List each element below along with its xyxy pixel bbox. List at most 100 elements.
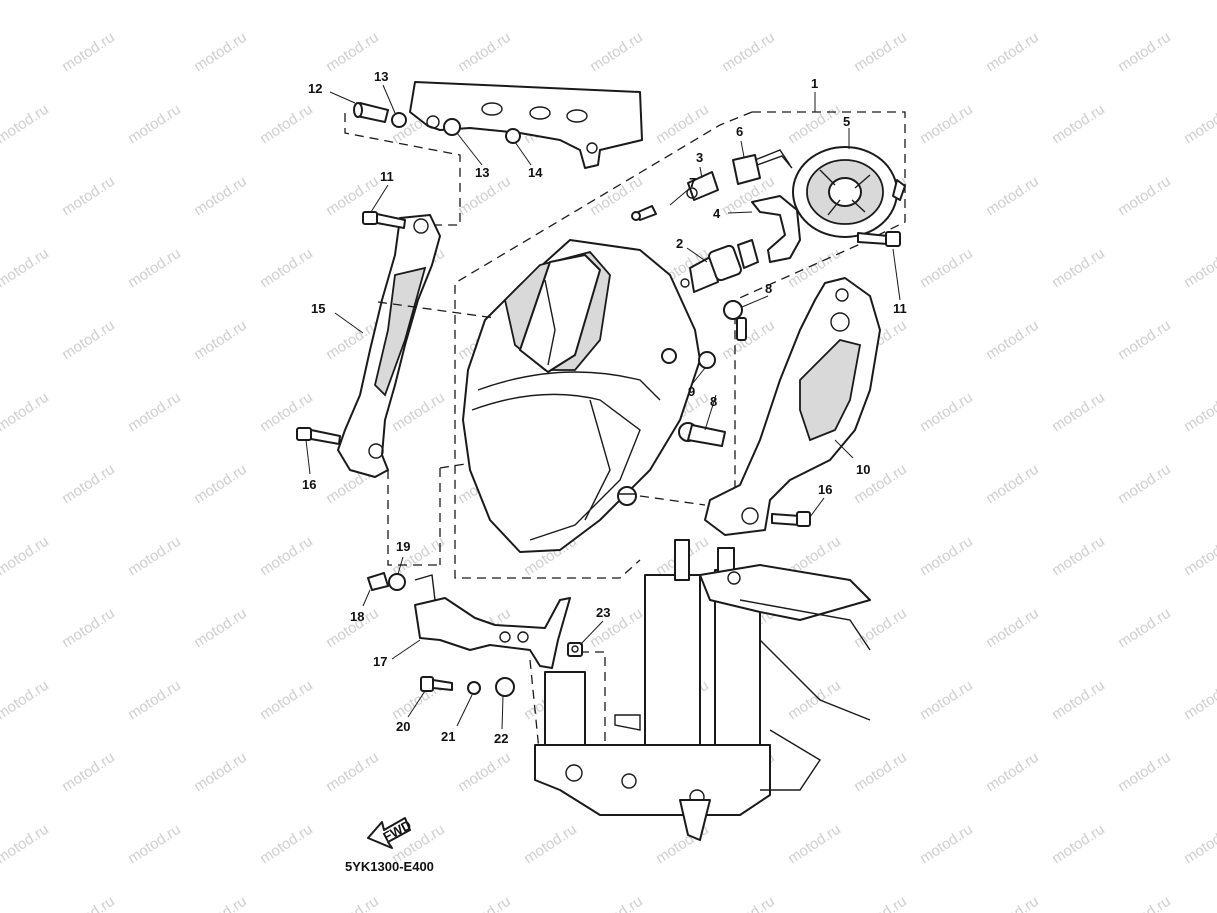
watermark-text: motod.ru bbox=[59, 893, 118, 913]
callout-9: 9 bbox=[688, 384, 695, 399]
watermark-text: motod.ru bbox=[0, 389, 52, 436]
watermark-text: motod.ru bbox=[389, 0, 448, 3]
bolt-23 bbox=[567, 642, 583, 657]
watermark-text: motod.ru bbox=[257, 101, 316, 148]
callout-4: 4 bbox=[713, 206, 721, 221]
callout-21: 21 bbox=[441, 729, 455, 744]
callout-16-left: 16 bbox=[302, 477, 316, 492]
watermark-text: motod.ru bbox=[191, 461, 250, 508]
grommet-19 bbox=[388, 573, 406, 591]
callout-22: 22 bbox=[494, 731, 508, 746]
assembly-1-boundary bbox=[454, 111, 906, 579]
watermark-text: motod.ru bbox=[587, 893, 646, 913]
bulb-2 bbox=[680, 239, 759, 293]
watermark-text: motod.ru bbox=[1049, 389, 1108, 436]
bracket-17 bbox=[414, 574, 571, 669]
upper-bracket bbox=[409, 81, 643, 169]
watermark-text: motod.ru bbox=[851, 605, 910, 652]
watermark-text: motod.ru bbox=[1181, 533, 1217, 580]
watermark-text: motod.ru bbox=[851, 29, 910, 76]
watermark-text: motod.ru bbox=[257, 245, 316, 292]
watermark-text: motod.ru bbox=[191, 605, 250, 652]
watermark-text: motod.ru bbox=[455, 749, 514, 796]
watermark-text: motod.ru bbox=[917, 101, 976, 148]
headlight-cover bbox=[462, 239, 701, 553]
watermark-text: motod.ru bbox=[125, 389, 184, 436]
watermark-text: motod.ru bbox=[455, 893, 514, 913]
watermark-text: motod.ru bbox=[983, 893, 1042, 913]
harness-socket-6 bbox=[732, 149, 793, 185]
callout-8-bottom: 8 bbox=[710, 394, 717, 409]
watermark-text: motod.ru bbox=[719, 29, 778, 76]
watermark-text: motod.ru bbox=[851, 749, 910, 796]
watermark-text: motod.ru bbox=[59, 605, 118, 652]
washer-13-lower bbox=[443, 118, 461, 136]
watermark-text: motod.ru bbox=[521, 821, 580, 868]
headlight-rim-5 bbox=[792, 146, 906, 238]
watermark-text: motod.ru bbox=[59, 29, 118, 76]
watermark-text: motod.ru bbox=[1181, 389, 1217, 436]
callout-20: 20 bbox=[396, 719, 410, 734]
watermark-text: motod.ru bbox=[323, 893, 382, 913]
watermark-text: motod.ru bbox=[785, 101, 844, 148]
watermark-text: motod.ru bbox=[0, 0, 52, 3]
watermark-text: motod.ru bbox=[191, 893, 250, 913]
guide-23 bbox=[580, 651, 606, 760]
callout-11-left: 11 bbox=[380, 169, 394, 184]
watermark-text: motod.ru bbox=[257, 0, 316, 3]
watermark-text: motod.ru bbox=[1049, 821, 1108, 868]
watermark-text: motod.ru bbox=[323, 29, 382, 76]
callout-14: 14 bbox=[528, 165, 543, 180]
bolt-11-right bbox=[857, 231, 901, 247]
watermark-text: motod.ru bbox=[1049, 101, 1108, 148]
guide-bottom-right bbox=[639, 495, 706, 506]
watermark-text: motod.ru bbox=[1181, 245, 1217, 292]
watermark-text: motod.ru bbox=[785, 0, 844, 3]
bolt-16-left bbox=[296, 427, 341, 445]
callout-13-top: 13 bbox=[374, 69, 388, 84]
watermark-text: motod.ru bbox=[59, 317, 118, 364]
watermark-text: motod.ru bbox=[785, 821, 844, 868]
washer-21 bbox=[467, 681, 481, 695]
watermark-text: motod.ru bbox=[59, 749, 118, 796]
watermark-text: motod.ru bbox=[1115, 317, 1174, 364]
watermark-text: motod.ru bbox=[0, 821, 52, 868]
watermark-text: motod.ru bbox=[323, 749, 382, 796]
callout-6: 6 bbox=[736, 124, 743, 139]
watermark-text: motod.ru bbox=[983, 317, 1042, 364]
watermark-text: motod.ru bbox=[125, 821, 184, 868]
callout-5: 5 bbox=[843, 114, 850, 129]
callout-15: 15 bbox=[311, 301, 325, 316]
watermark-text: motod.ru bbox=[125, 245, 184, 292]
callout-leaders bbox=[305, 84, 901, 730]
watermark-text: motod.ru bbox=[1115, 893, 1174, 913]
watermark-text: motod.ru bbox=[917, 821, 976, 868]
watermark-text: motod.ru bbox=[389, 389, 448, 436]
watermark-text: motod.ru bbox=[59, 173, 118, 220]
callout-12: 12 bbox=[308, 81, 322, 96]
callout-23: 23 bbox=[596, 605, 610, 620]
watermark-text: motod.ru bbox=[1115, 749, 1174, 796]
washer-13-top bbox=[391, 112, 407, 128]
guide-17 bbox=[529, 659, 541, 761]
bolt-11-left bbox=[362, 211, 406, 229]
watermark-text: motod.ru bbox=[125, 101, 184, 148]
watermark-text: motod.ru bbox=[653, 101, 712, 148]
front-fork bbox=[534, 539, 871, 841]
watermark-text: motod.ru bbox=[1181, 0, 1217, 3]
watermark-text: motod.ru bbox=[917, 533, 976, 580]
watermark-text: motod.ru bbox=[983, 461, 1042, 508]
collar-18 bbox=[367, 572, 389, 591]
watermark-text: motod.ru bbox=[1181, 101, 1217, 148]
watermark-text: motod.ru bbox=[257, 533, 316, 580]
watermark-text: motod.ru bbox=[1049, 533, 1108, 580]
watermark-text: motod.ru bbox=[1181, 677, 1217, 724]
watermark-text: motod.ru bbox=[917, 677, 976, 724]
callout-8-top: 8 bbox=[765, 281, 772, 296]
watermark-text: motod.ru bbox=[1049, 0, 1108, 3]
watermark-text: motod.ru bbox=[719, 317, 778, 364]
callout-labels: 1 2 3 4 5 6 7 8 8 9 10 11 11 12 13 13 14… bbox=[302, 69, 907, 746]
watermark-text: motod.ru bbox=[191, 29, 250, 76]
watermark-text: motod.ru bbox=[1049, 677, 1108, 724]
watermark-text: motod.ru bbox=[785, 677, 844, 724]
